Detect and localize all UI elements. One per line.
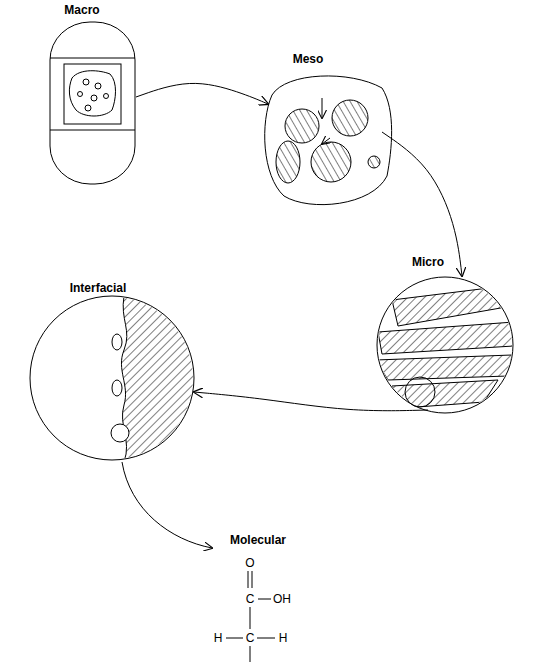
node-outline (40, 2, 150, 192)
interface (111, 296, 200, 462)
zoom-arrow (382, 132, 462, 276)
scale-label: Micro (412, 255, 444, 269)
micro-circle (377, 277, 513, 413)
capsule-seam (50, 130, 135, 131)
zoom-arrow (194, 392, 428, 411)
zoom-arrow (122, 462, 212, 548)
bond (226, 571, 275, 662)
node-outline (258, 50, 398, 212)
scale-label: Macro (64, 3, 99, 17)
scale-node: Meso (258, 50, 398, 212)
capsule-seam (50, 58, 135, 59)
capsule-outline (50, 22, 135, 184)
scale-label: Meso (293, 52, 324, 66)
scale-node: Macro (40, 2, 150, 192)
atom-label: C (245, 631, 256, 645)
scale-node: Micro (372, 252, 518, 418)
node-outline (372, 252, 518, 418)
small-arrow (322, 98, 330, 144)
atom-label: C (245, 592, 256, 606)
node-outline (24, 278, 200, 464)
atom-label: H (278, 631, 289, 645)
fibre-band (376, 286, 514, 408)
meso-outline (265, 76, 392, 205)
interfacial-circle (30, 296, 194, 460)
zoom-arrow (136, 83, 268, 104)
atom-label: H (213, 631, 224, 645)
grain (276, 100, 380, 183)
sample-section (64, 64, 121, 124)
scale-label: Interfacial (70, 281, 127, 295)
atom-label: OH (272, 592, 292, 606)
scale-label: Molecular (229, 533, 287, 547)
scale-node: Interfacial (24, 278, 200, 464)
atom-label: O (244, 556, 255, 570)
